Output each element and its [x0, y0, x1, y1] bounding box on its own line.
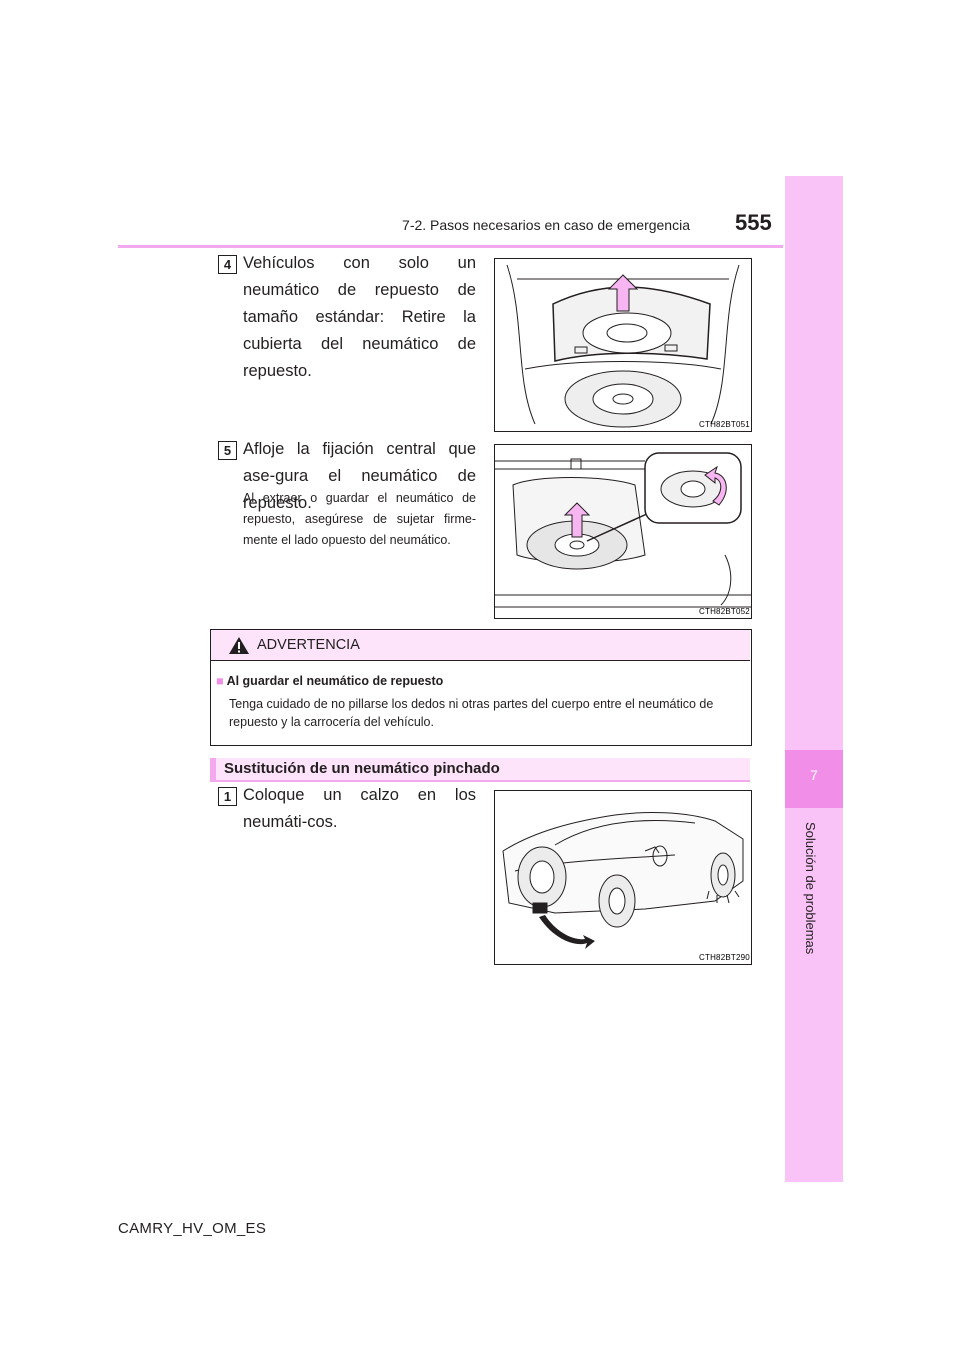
chapter-number: 7: [810, 767, 818, 783]
running-header: 7-2. Pasos necesarios en caso de emergen…: [402, 217, 690, 233]
chapter-tab-marker: [785, 750, 843, 808]
section-heading-band: [210, 758, 750, 780]
warning-icon: [229, 637, 249, 654]
figure-code-2: CTH82BT052: [699, 607, 750, 616]
step-number-1: 1: [218, 787, 237, 806]
section-heading: Sustitución de un neumático pinchado: [224, 760, 500, 777]
warning-body: Tenga cuidado de no pillarse los dedos n…: [229, 697, 714, 729]
step-1-text: Coloque un calzo en los neumáti-cos.: [243, 786, 476, 831]
trunk-cover-figure: CTH82BT051: [494, 258, 752, 432]
warning-header-rule: [211, 660, 750, 661]
warning-bullet: ■: [216, 674, 224, 688]
step-5-note: Al extraer o guardar el neumático de rep…: [243, 491, 476, 547]
header-rule: [118, 245, 783, 248]
wheel-chock-figure: CTH82BT290: [494, 790, 752, 965]
figure-code-1: CTH82BT051: [699, 420, 750, 429]
step-5-text: Afloje la fijación central que ase-gura …: [243, 440, 476, 512]
warning-header: [211, 630, 750, 660]
document-code: CAMRY_HV_OM_ES: [118, 1220, 267, 1237]
warning-subtitle-text: Al guardar el neumático de repuesto: [226, 674, 444, 688]
figure-code-3: CTH82BT290: [699, 953, 750, 962]
page-number: 555: [735, 210, 772, 235]
step-4-text: Vehículos con solo un neumático de repue…: [243, 254, 476, 380]
warning-title: ADVERTENCIA: [257, 637, 360, 653]
warning-subtitle: ■ Al guardar el neumático de repuesto: [216, 674, 443, 688]
step-number-5: 5: [218, 441, 237, 460]
step-number-4: 4: [218, 255, 237, 274]
section-heading-rule: [210, 780, 750, 782]
spare-tire-figure: CTH82BT052: [494, 444, 752, 619]
chapter-tab: [785, 176, 843, 1182]
chapter-label: Solución de problemas: [803, 822, 818, 955]
